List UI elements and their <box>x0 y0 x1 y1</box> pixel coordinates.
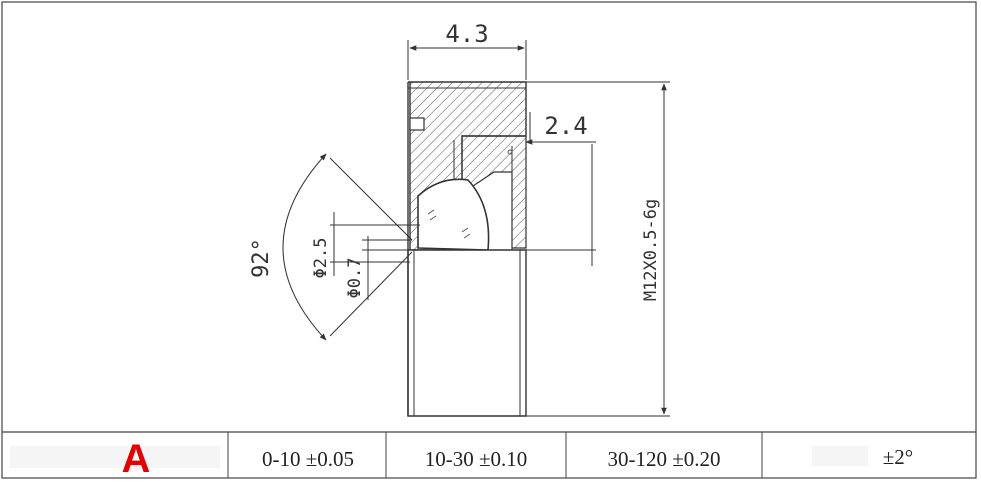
side-notch <box>409 117 425 131</box>
width-dim-label: 4.3 <box>445 20 488 48</box>
cone-line-lower <box>329 251 413 337</box>
drawing-frame <box>1 1 977 479</box>
angle-label: 92° <box>249 238 274 278</box>
tolerance-cell-2: 10-30 ±0.10 <box>425 447 528 471</box>
tolerance-cell-4: ±2° <box>883 445 913 469</box>
inner-dim-label: 2.4 <box>544 112 587 140</box>
table-smudge-right <box>812 446 868 466</box>
tolerance-cell-3: 30-120 ±0.20 <box>607 447 720 471</box>
barrel-body <box>407 249 527 417</box>
dia-inner-label: Φ0.7 <box>345 258 365 299</box>
angle-arc <box>282 153 327 341</box>
table-smudge <box>10 446 220 468</box>
table-mark-a: A <box>122 437 151 481</box>
lens-element <box>417 178 490 251</box>
dia-outer-label: Φ2.5 <box>311 238 331 279</box>
lens-hatch-mark-2 <box>461 227 471 239</box>
tolerance-cell-1: 0-10 ±0.05 <box>262 447 354 471</box>
thread-spec-label: M12X0.5-6g <box>641 199 661 301</box>
cone-line-upper <box>329 157 413 241</box>
lens-hatch-mark-1 <box>427 209 437 221</box>
lens-dot <box>507 149 513 155</box>
